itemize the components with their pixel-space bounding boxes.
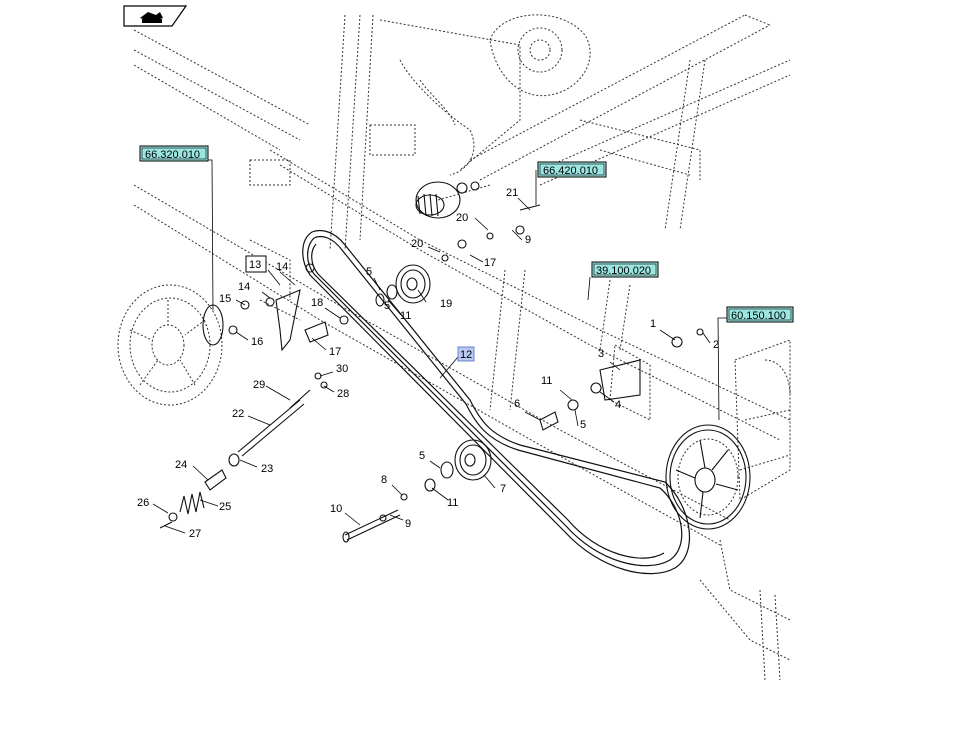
callout: 24 [175, 459, 187, 471]
book-hand-icon [140, 12, 163, 23]
v-belt [302, 229, 690, 575]
callout: 25 [219, 501, 231, 513]
callout: 6 [514, 398, 520, 410]
callout: 5 [419, 450, 425, 462]
upper-drive-sheave [415, 181, 491, 219]
callout: 17 [484, 257, 496, 269]
reference-label-text: 66.420.010 [543, 165, 598, 177]
callout: 14 [276, 261, 288, 273]
callout: 28 [337, 388, 349, 400]
leader-lines [152, 159, 728, 534]
callout: 11 [541, 375, 552, 387]
boxed-part-13: 13 [245, 255, 267, 273]
reference-label-60150[interactable]: 60.150.100 [726, 306, 794, 323]
callout: 4 [615, 399, 621, 411]
callout: 29 [253, 379, 265, 391]
reference-label-text: 66.320.010 [145, 149, 200, 161]
highlighted-part-12[interactable]: 12 [457, 346, 475, 362]
callout: 5 [366, 266, 372, 278]
callout: 17 [329, 346, 341, 358]
callout: 3 [598, 348, 604, 360]
callout: 1 [650, 318, 656, 330]
hardware-parts [159, 204, 704, 543]
callout: 22 [232, 408, 244, 420]
callout: 7 [500, 483, 506, 495]
callout: 19 [440, 298, 452, 310]
callout: 9 [525, 234, 531, 246]
nav-icon-button[interactable] [123, 5, 188, 27]
reference-label-text: 39.100.020 [596, 265, 651, 277]
callout: 5 [384, 300, 390, 312]
callout: 11 [447, 497, 458, 509]
callout: 18 [311, 297, 323, 309]
boxed-part-number: 13 [249, 259, 261, 271]
highlighted-part-number: 12 [460, 349, 472, 361]
callout: 21 [506, 187, 518, 199]
reference-label-text: 60.150.100 [731, 310, 786, 322]
callout: 8 [381, 474, 387, 486]
reference-label-66420[interactable]: 66.420.010 [537, 161, 607, 178]
callout: 23 [261, 463, 273, 475]
callout: 15 [219, 293, 231, 305]
idler-pulley-19 [375, 264, 431, 307]
callout: 2 [713, 339, 719, 351]
callout: 16 [251, 336, 263, 348]
callout: 10 [330, 503, 342, 515]
callout-numbers: 1 2 3 4 5 5 5 5 6 7 8 9 9 10 11 11 11 14… [137, 187, 719, 540]
callout: 30 [336, 363, 348, 375]
frame-structure [133, 14, 791, 681]
reference-label-39100[interactable]: 39.100.020 [591, 261, 659, 278]
left-pulley [117, 284, 224, 406]
callout: 9 [405, 518, 411, 530]
callout: 20 [411, 238, 423, 250]
callout: 5 [580, 419, 586, 431]
right-pulley [665, 424, 751, 530]
callout: 11 [400, 310, 411, 322]
callout: 27 [189, 528, 201, 540]
callout: 26 [137, 497, 149, 509]
callout: 20 [456, 212, 468, 224]
reference-label-66320[interactable]: 66.320.010 [139, 145, 209, 162]
callout: 14 [238, 281, 250, 293]
idler-pulley-7 [424, 439, 492, 492]
